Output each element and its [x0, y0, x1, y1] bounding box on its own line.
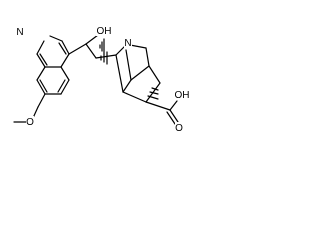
bond: [122, 91, 147, 103]
bond: [85, 43, 97, 59]
bond: [129, 44, 147, 49]
bond: [68, 43, 87, 55]
bond: [169, 109, 179, 123]
bond: [85, 34, 99, 45]
quinoline-ring-system: [13, 35, 70, 123]
bond: [36, 79, 46, 95]
atom-label-quinoline-n: N: [16, 27, 23, 38]
bond: [122, 79, 132, 93]
bond: [145, 47, 150, 67]
atom-label-hydroxyl: OH: [97, 26, 112, 37]
molecule-structure: N OH N O O OH: [13, 24, 190, 134]
bond: [60, 66, 70, 81]
bond: [36, 66, 46, 81]
bond: [39, 53, 48, 66]
bond: [166, 111, 176, 125]
atom-label-ether-o: O: [26, 117, 34, 128]
bond: [49, 35, 63, 42]
bond: [57, 79, 66, 93]
bond: [60, 53, 70, 68]
stereo-wedge-hashed: [147, 87, 159, 100]
atom-label-bridgehead-n: N: [124, 38, 131, 49]
bond: [37, 93, 46, 108]
bond: [145, 101, 171, 111]
bond: [39, 79, 48, 93]
bicyclic-cage: [95, 44, 161, 103]
bond: [115, 54, 124, 93]
bond: [60, 79, 70, 95]
bond: [61, 40, 70, 55]
stereo-wedge-hashed: [99, 38, 105, 55]
bond: [36, 40, 45, 55]
bond: [36, 53, 46, 68]
bond: [130, 65, 150, 81]
bond: [125, 49, 132, 81]
atom-label-acid-oh: OH: [175, 90, 190, 101]
bond: [148, 65, 161, 84]
stereo-wedge-hashed: [100, 51, 108, 65]
bond: [95, 54, 117, 59]
atom-label-acid-o: O: [175, 123, 183, 134]
bond: [58, 42, 67, 55]
bond: [169, 100, 178, 111]
